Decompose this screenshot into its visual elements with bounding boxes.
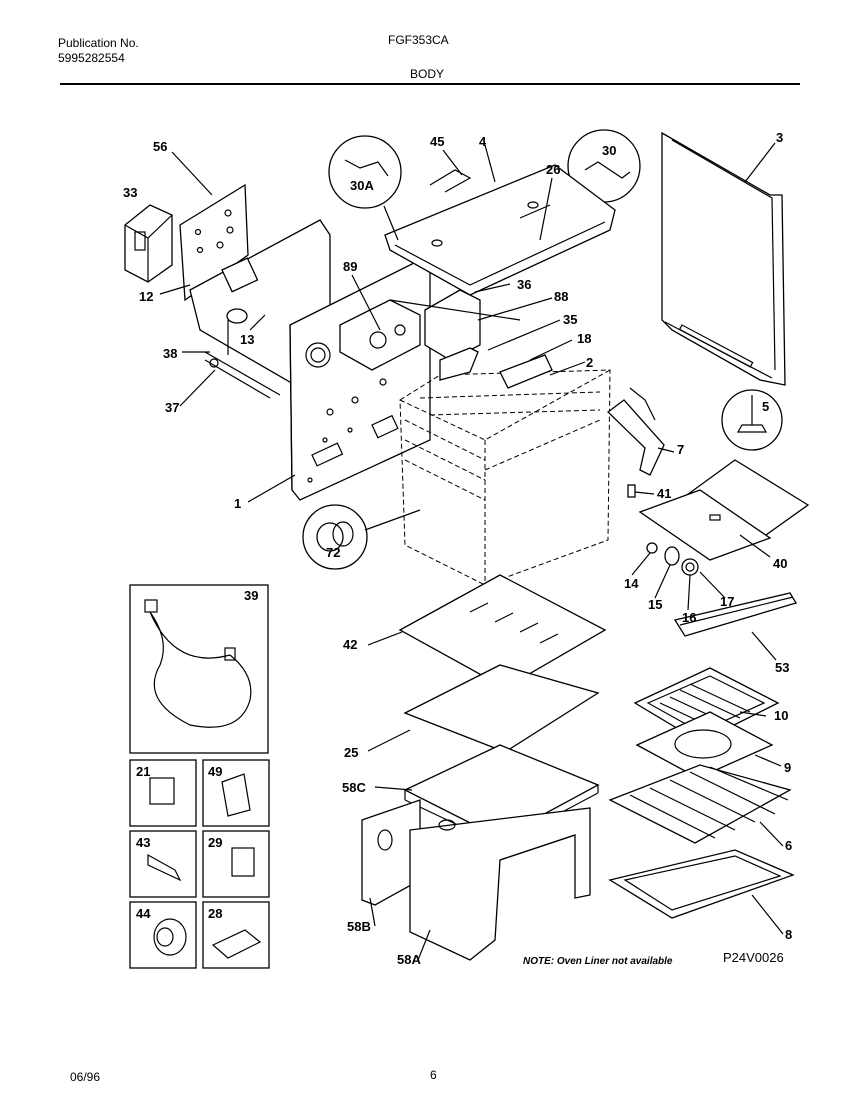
label-39: 39 xyxy=(244,588,258,603)
oven-liner-note: NOTE: Oven Liner not available xyxy=(523,956,673,967)
model-number: FGF353CA xyxy=(388,33,449,47)
label-44: 44 xyxy=(136,906,151,921)
oven-body-drawing xyxy=(389,289,810,637)
label-45: 45 xyxy=(430,134,444,149)
label-1: 1 xyxy=(234,496,241,511)
label-26: 26 xyxy=(546,162,560,177)
label-12: 12 xyxy=(139,289,153,304)
label-42: 42 xyxy=(343,637,357,652)
callout-labels: 56 33 12 38 13 37 1 72 89 30A 45 4 26 30… xyxy=(123,130,792,967)
label-29: 29 xyxy=(208,835,222,850)
label-4: 4 xyxy=(479,134,487,149)
top-panel-drawing xyxy=(328,129,786,451)
label-2: 2 xyxy=(586,355,593,370)
label-58b: 58B xyxy=(347,919,371,934)
drawing-code: P24V0026 xyxy=(723,950,784,965)
label-38: 38 xyxy=(163,346,177,361)
label-56: 56 xyxy=(153,139,167,154)
label-58a: 58A xyxy=(397,952,421,967)
label-88: 88 xyxy=(554,289,568,304)
page-number: 6 xyxy=(430,1068,437,1082)
label-8: 8 xyxy=(785,927,792,942)
label-58c: 58C xyxy=(342,780,366,795)
label-14: 14 xyxy=(624,576,639,591)
label-6: 6 xyxy=(785,838,792,853)
label-10: 10 xyxy=(774,708,788,723)
label-17: 17 xyxy=(720,594,734,609)
side-panel-drawing xyxy=(124,183,431,501)
label-28: 28 xyxy=(208,906,222,921)
label-13: 13 xyxy=(240,332,254,347)
inset-boxes xyxy=(129,584,270,969)
label-3: 3 xyxy=(776,130,783,145)
label-25: 25 xyxy=(344,745,358,760)
label-33: 33 xyxy=(123,185,137,200)
label-41: 41 xyxy=(657,486,671,501)
label-35: 35 xyxy=(563,312,577,327)
label-30a: 30A xyxy=(350,178,374,193)
label-18: 18 xyxy=(577,331,591,346)
label-16: 16 xyxy=(682,610,696,625)
label-72: 72 xyxy=(326,545,340,560)
label-5: 5 xyxy=(762,399,769,414)
label-21: 21 xyxy=(136,764,150,779)
publication-number: 5995282554 xyxy=(58,51,125,65)
footer-date: 06/96 xyxy=(70,1070,101,1084)
leader-lines xyxy=(159,142,784,961)
label-49: 49 xyxy=(208,764,222,779)
label-15: 15 xyxy=(648,597,662,612)
header-rule xyxy=(60,83,800,85)
publication-label: Publication No. xyxy=(58,36,139,50)
label-53: 53 xyxy=(775,660,789,675)
bottom-panels-drawing xyxy=(361,574,607,961)
section-title: BODY xyxy=(410,67,445,81)
racks-drawing xyxy=(608,667,795,919)
label-89: 89 xyxy=(343,259,357,274)
label-37: 37 xyxy=(165,400,179,415)
label-40: 40 xyxy=(773,556,787,571)
label-7: 7 xyxy=(677,442,684,457)
label-9: 9 xyxy=(784,760,791,775)
label-30: 30 xyxy=(602,143,616,158)
bushing-detail xyxy=(302,504,368,570)
label-36: 36 xyxy=(517,277,531,292)
label-43: 43 xyxy=(136,835,150,850)
